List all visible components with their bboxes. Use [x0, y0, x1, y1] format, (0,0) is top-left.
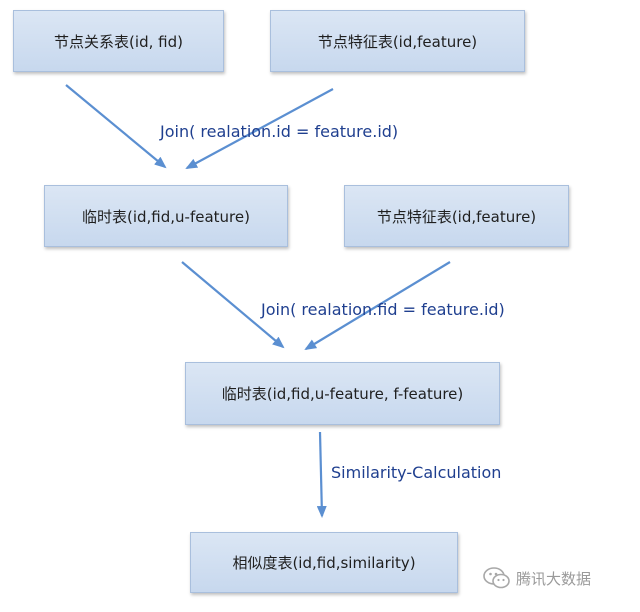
similarity-calculation-label: Similarity-Calculation	[331, 463, 502, 482]
join-label-1: Join( realation.id = feature.id)	[160, 122, 399, 141]
watermark-text: 腾讯大数据	[516, 569, 592, 588]
node-feature-table-box: 节点特征表(id,feature)	[270, 10, 525, 72]
arrow-feature2-to-temp2	[304, 261, 451, 351]
wechat-icon	[483, 567, 510, 589]
similarity-table-box: 相似度表(id,fid,similarity)	[190, 532, 458, 593]
temp-table-uf-label: 临时表(id,fid,u-feature, f-feature)	[221, 385, 464, 403]
node-relation-table-label: 节点关系表(id, fid)	[54, 32, 183, 51]
node-feature-table-2-box: 节点特征表(id,feature)	[344, 185, 569, 247]
temp-table-u-label: 临时表(id,fid,u-feature)	[82, 207, 250, 226]
join-label-2: Join( realation.fid = feature.id)	[261, 300, 505, 319]
arrow-relation-to-temp	[65, 84, 167, 169]
similarity-table-label: 相似度表(id,fid,similarity)	[232, 554, 416, 572]
temp-table-u-box: 临时表(id,fid,u-feature)	[44, 185, 288, 247]
watermark: 腾讯大数据	[483, 566, 591, 590]
arrow-temp2-to-similarity	[316, 431, 327, 518]
arrow-temp-to-temp2	[181, 261, 285, 349]
arrow-feature-to-temp	[185, 88, 334, 169]
node-feature-table-label: 节点特征表(id,feature)	[317, 32, 478, 51]
node-relation-table-box: 节点关系表(id, fid)	[13, 10, 224, 72]
temp-table-uf-box: 临时表(id,fid,u-feature, f-feature)	[185, 362, 500, 425]
node-feature-table-2-label: 节点特征表(id,feature)	[376, 207, 537, 226]
